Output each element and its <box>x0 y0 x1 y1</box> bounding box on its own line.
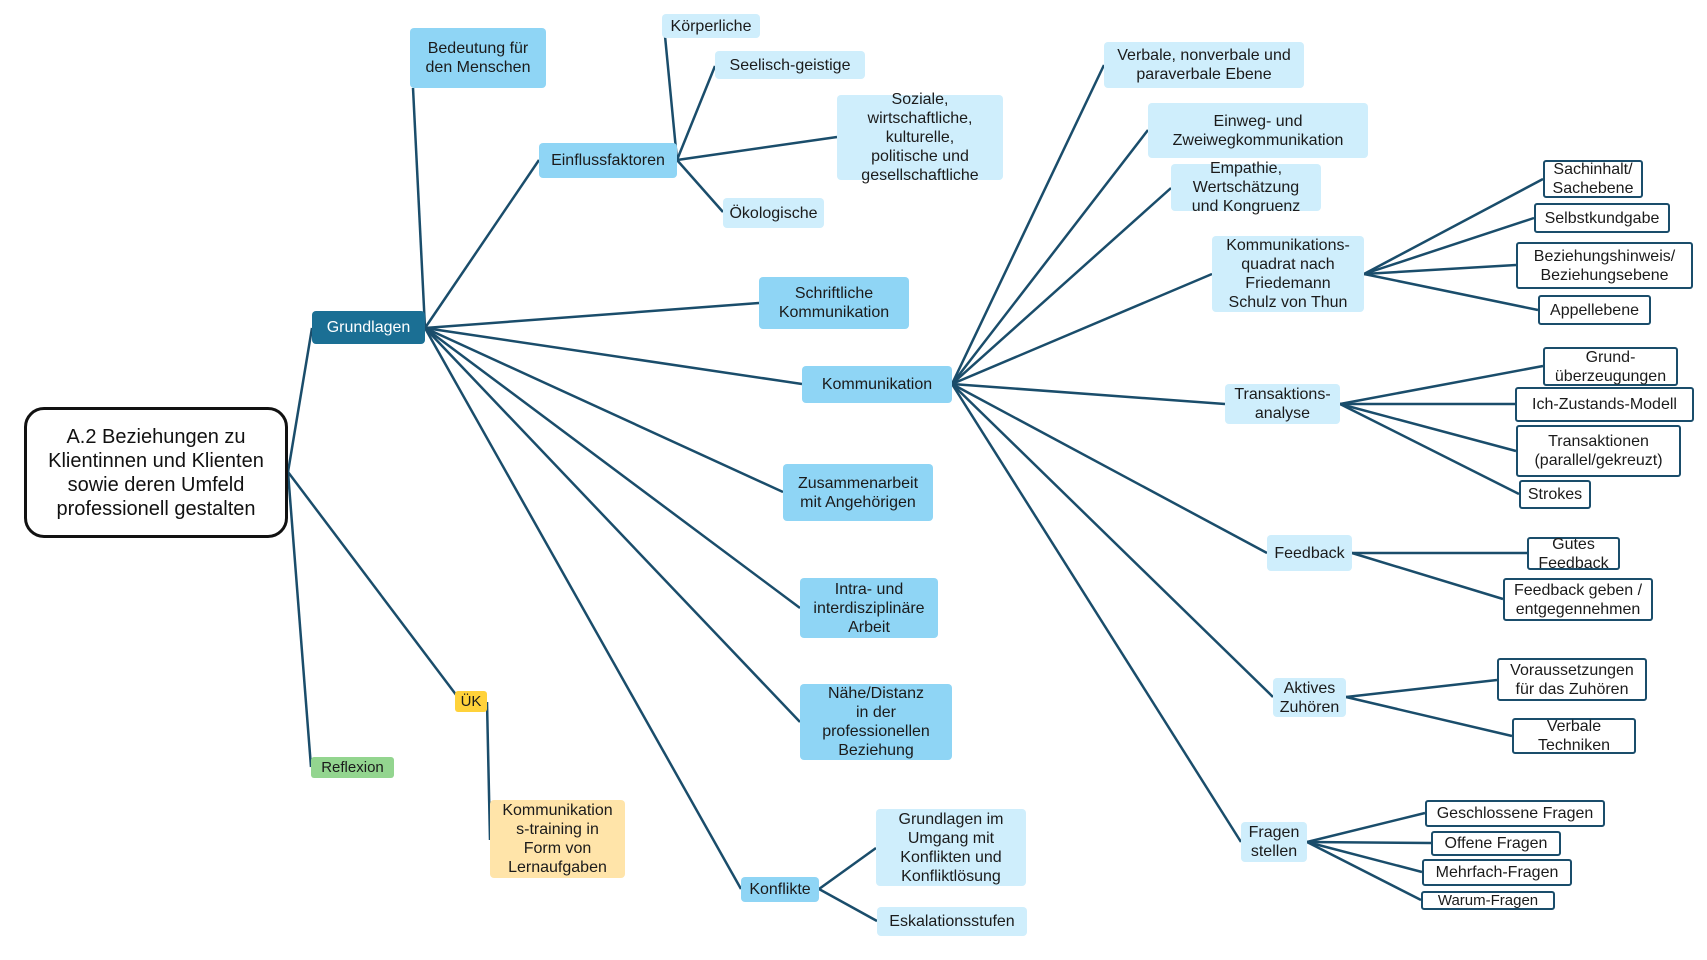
node-einflussfaktoren[interactable]: Einflussfaktoren <box>539 143 677 178</box>
node-kommunikationstraining[interactable]: Kommunikation s-training in Form von Ler… <box>490 800 625 878</box>
connector-line <box>1363 216 1535 276</box>
connector-line <box>411 87 427 329</box>
connector-line <box>1345 678 1498 699</box>
node-feedback[interactable]: Feedback <box>1267 535 1352 571</box>
node-strokes[interactable]: Strokes <box>1519 480 1591 509</box>
node-intra-interdisziplinaer[interactable]: Intra- und interdisziplinäre Arbeit <box>800 578 938 638</box>
connector-line <box>424 326 784 494</box>
node-eskalationsstufen[interactable]: Eskalationsstufen <box>877 907 1027 936</box>
connector-line <box>950 64 1106 385</box>
node-voraussetzungen[interactable]: Voraussetzungen für das Zuhören <box>1497 658 1647 701</box>
node-soziale[interactable]: Soziale, wirtschaftliche, kulturelle, po… <box>837 91 1003 184</box>
connector-line <box>1363 177 1544 276</box>
connector-line <box>423 159 541 329</box>
node-koerperliche[interactable]: Körperliche <box>662 14 760 38</box>
root-node: A.2 Beziehungen zu Klientinnen und Klien… <box>24 407 288 538</box>
connector-line <box>485 701 492 841</box>
connector-line <box>1306 840 1432 845</box>
node-sachinhalt[interactable]: Sachinhalt/ Sachebene <box>1543 160 1643 198</box>
node-transaktionsanalyse[interactable]: Transaktions- analyse <box>1225 384 1340 424</box>
node-zusammenarbeit[interactable]: Zusammenarbeit mit Angehörigen <box>783 464 933 521</box>
connector-line <box>286 327 314 473</box>
connector-line <box>818 846 877 891</box>
node-oekologische[interactable]: Ökologische <box>723 198 824 228</box>
node-verbale-techniken[interactable]: Verbale Techniken <box>1512 718 1636 754</box>
node-aktives-zuhoeren[interactable]: Aktives Zuhören <box>1273 678 1346 717</box>
connector-line <box>951 382 1268 555</box>
connector-line <box>424 301 760 330</box>
connector-line <box>1339 402 1517 453</box>
connector-line <box>1306 811 1426 844</box>
connector-line <box>818 887 878 923</box>
connector-line <box>950 383 1243 843</box>
connector-line <box>424 326 803 386</box>
connector-line <box>286 471 313 768</box>
connector-line <box>1306 840 1423 874</box>
connector-line <box>1339 402 1520 496</box>
node-mehrfach-fragen[interactable]: Mehrfach-Fragen <box>1422 859 1572 886</box>
node-uek[interactable]: ÜK <box>455 691 487 712</box>
node-kommunikationsquadrat[interactable]: Kommunikations- quadrat nach Friedemann … <box>1212 236 1364 312</box>
node-empathie[interactable]: Empathie, Wertschätzung und Kongruenz <box>1171 160 1321 215</box>
node-offene-fragen[interactable]: Offene Fragen <box>1431 831 1561 856</box>
node-verbale-ebene[interactable]: Verbale, nonverbale und paraverbale Eben… <box>1104 42 1304 88</box>
node-kommunikation[interactable]: Kommunikation <box>802 366 952 403</box>
connector-line <box>951 129 1149 385</box>
connector-line <box>424 326 801 610</box>
node-grundlagen-konflikte[interactable]: Grundlagen im Umgang mit Konflikten und … <box>876 809 1026 886</box>
node-seelisch-geistige[interactable]: Seelisch-geistige <box>715 51 865 79</box>
connector-line <box>1306 840 1422 902</box>
connector-line <box>951 383 1274 698</box>
node-fragen-stellen[interactable]: Fragen stellen <box>1241 822 1307 862</box>
node-bedeutung[interactable]: Bedeutung für den Menschen <box>410 28 546 88</box>
connector-line <box>1363 263 1517 276</box>
node-naehe-distanz[interactable]: Nähe/Distanz in der professionellen Bezi… <box>800 684 952 760</box>
node-gutes-feedback[interactable]: Gutes Feedback <box>1527 536 1620 572</box>
connector-line <box>951 272 1213 386</box>
connector-line <box>1351 551 1504 601</box>
connector-line <box>675 65 717 161</box>
connector-line <box>951 187 1172 385</box>
node-transaktionen[interactable]: Transaktionen (parallel/gekreuzt) <box>1516 425 1681 477</box>
node-selbstkundgabe[interactable]: Selbstkundgabe <box>1534 203 1670 233</box>
connector-line <box>424 327 801 723</box>
node-feedback-geben[interactable]: Feedback geben / entgegennehmen <box>1503 578 1653 621</box>
connector-line <box>676 159 724 213</box>
node-konflikte[interactable]: Konflikte <box>741 877 819 902</box>
connector-line <box>1345 695 1513 738</box>
node-warum-fragen[interactable]: Warum-Fragen <box>1421 891 1555 910</box>
node-ich-zustands-modell[interactable]: Ich-Zustands-Modell <box>1515 387 1694 422</box>
node-einweg-zweiweg[interactable]: Einweg- und Zweiwegkommunikation <box>1148 103 1368 158</box>
node-beziehungsebene[interactable]: Beziehungshinweis/ Beziehungsebene <box>1516 242 1693 289</box>
connector-line <box>676 135 838 162</box>
node-grundueberzeugungen[interactable]: Grund- überzeugungen <box>1543 347 1678 386</box>
node-appellebene[interactable]: Appellebene <box>1538 295 1651 325</box>
node-geschlossene-fragen[interactable]: Geschlossene Fragen <box>1425 800 1605 827</box>
connector-line <box>663 35 679 161</box>
node-reflexion[interactable]: Reflexion <box>311 757 394 778</box>
connector-line <box>1363 272 1539 312</box>
connector-line <box>287 471 461 701</box>
node-grundlagen[interactable]: Grundlagen <box>312 311 425 344</box>
connector-line <box>951 382 1226 406</box>
node-schriftliche-kommunikation[interactable]: Schriftliche Kommunikation <box>759 277 909 329</box>
connector-line <box>423 327 743 890</box>
connector-line <box>1339 364 1544 406</box>
